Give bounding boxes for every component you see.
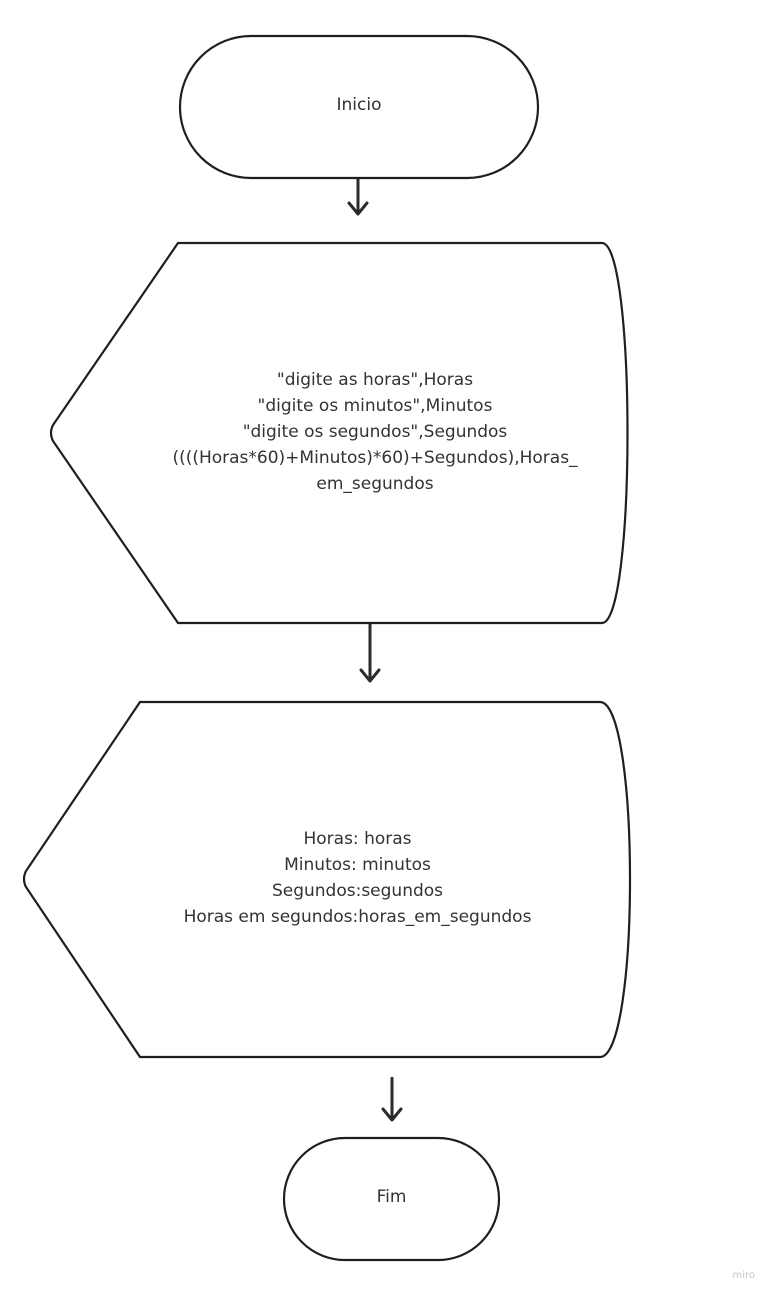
arrowhead-output-to-end — [381, 1107, 403, 1122]
input-line-minutes: "digite os minutos",Minutos — [257, 396, 493, 416]
start-terminator-shape[interactable] — [178, 34, 540, 180]
end-terminator-shape[interactable] — [282, 1136, 501, 1262]
input-line-formula: ((((Horas*60)+Minutos)*60)+Segundos),Hor… — [172, 448, 578, 468]
arrowhead-input-to-output — [359, 668, 381, 683]
output-display-shape[interactable] — [22, 700, 632, 1059]
input-line-formula-cont: em_segundos — [316, 474, 434, 494]
input-line-hours: "digite as horas",Horas — [276, 370, 474, 390]
output-line-minutes: Minutos: minutos — [284, 855, 431, 875]
arrowhead-start-to-input — [347, 201, 369, 216]
output-line-total: Horas em segundos:horas_em_segundos — [183, 907, 532, 927]
miro-watermark: miro — [732, 1270, 755, 1281]
input-display-text: "digite as horas",Horas "digite os minut… — [90, 367, 660, 497]
output-display-text: Horas: horas Minutos: minutos Segundos:s… — [90, 826, 625, 930]
start-label: Inicio — [336, 95, 382, 115]
input-line-seconds: "digite os segundos",Segundos — [242, 422, 508, 442]
output-line-hours: Horas: horas — [303, 829, 412, 849]
end-label: Fim — [376, 1187, 407, 1207]
input-display-shape[interactable] — [49, 241, 629, 625]
output-line-seconds: Segundos:segundos — [271, 881, 444, 901]
